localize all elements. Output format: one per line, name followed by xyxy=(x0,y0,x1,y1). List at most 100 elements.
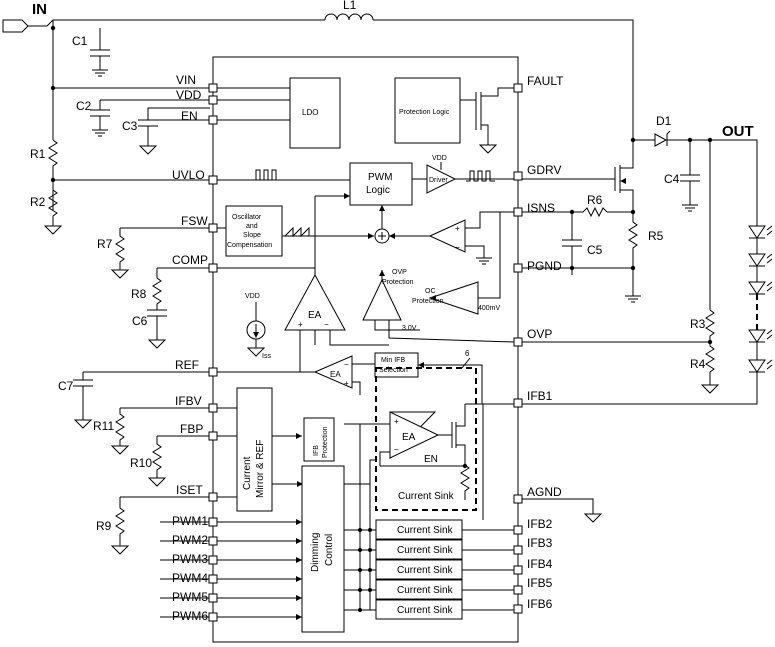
main-error-amp xyxy=(284,273,346,331)
pin-en: EN xyxy=(181,109,198,123)
mirror-line1: Current xyxy=(242,456,253,490)
pin-comp: COMP xyxy=(172,253,208,267)
r4-label: R4 xyxy=(690,357,706,371)
oscillator-line4: Compensation xyxy=(227,242,272,249)
pin-ifb4: IFB4 xyxy=(527,557,553,571)
c7-label: C7 xyxy=(58,379,74,393)
c5-label: C5 xyxy=(587,243,603,257)
pin-gdrv: GDRV xyxy=(527,163,561,177)
sink-ea-label: EA xyxy=(402,432,416,443)
pin-pwm3: PWM3 xyxy=(172,552,208,566)
r10-label: R10 xyxy=(130,456,152,470)
ldo-label: LDO xyxy=(302,108,318,117)
main-ea-label: EA xyxy=(308,310,322,321)
r7-label: R7 xyxy=(97,237,113,251)
svg-text:−: − xyxy=(394,445,399,454)
oscillator-line1: Oscillator xyxy=(232,214,262,221)
pin-pwm5: PWM5 xyxy=(172,590,208,604)
ovp-ref-label: 3.0V xyxy=(402,325,417,332)
ovp-comparator xyxy=(362,278,402,321)
sink2-label: Current Sink xyxy=(397,525,454,536)
pin-pwm6: PWM6 xyxy=(172,609,208,623)
svg-text:−: − xyxy=(324,320,329,329)
pin-ovp: OVP xyxy=(527,327,552,341)
svg-text:−: − xyxy=(344,360,349,369)
c3-label: C3 xyxy=(122,119,138,133)
pin-pgnd: PGND xyxy=(527,259,562,273)
sink4-label: Current Sink xyxy=(397,565,454,576)
ic-body xyxy=(212,56,519,643)
sink5-label: Current Sink xyxy=(397,585,454,596)
input-port: IN xyxy=(2,1,47,33)
oc-ref-label: 400mV xyxy=(478,305,501,312)
c6-label: C6 xyxy=(132,314,148,328)
ovp-label-1: OVP xyxy=(392,269,407,276)
pwm-logic-block xyxy=(349,162,413,206)
pin-pwm1: PWM1 xyxy=(172,514,208,528)
pin-vin: VIN xyxy=(176,73,196,87)
r8-label: R8 xyxy=(131,287,147,301)
oscillator-line3: Slope xyxy=(243,232,261,239)
pin-ifb5: IFB5 xyxy=(527,576,553,590)
r9-label: R9 xyxy=(96,519,112,533)
pin-ifb1: IFB1 xyxy=(527,389,553,403)
sink1-label: Current Sink xyxy=(398,491,455,502)
input-net-label: IN xyxy=(32,1,47,18)
pin-ifb6: IFB6 xyxy=(527,597,553,611)
dimming-line1: Dimming xyxy=(310,533,321,572)
min-ifb-line2: Selection xyxy=(379,367,408,374)
en-label: EN xyxy=(424,454,438,465)
pin-fbp: FBP xyxy=(180,422,203,436)
channel1-sink-boundary xyxy=(375,367,477,511)
svg-text:+: + xyxy=(344,379,349,388)
pin-ifbv: IFBV xyxy=(175,394,202,408)
current-mirror-block xyxy=(236,387,273,512)
protection-logic-label: Protection Logic xyxy=(399,109,450,116)
ref-error-amp xyxy=(313,355,353,389)
r2-label: R2 xyxy=(30,195,46,209)
r3-label: R3 xyxy=(690,317,706,331)
bus-width-label: 6 xyxy=(465,349,470,358)
pin-pwm4: PWM4 xyxy=(172,571,208,585)
r1-label: R1 xyxy=(30,147,46,161)
driver-vdd-label: VDD xyxy=(432,155,447,162)
pin-isns: ISNS xyxy=(527,201,555,215)
svg-text:−: − xyxy=(455,243,460,252)
ovp-label-2: Protection xyxy=(382,279,414,286)
diode-d1-label: D1 xyxy=(656,114,672,128)
sink3-label: Current Sink xyxy=(397,545,454,556)
c4-label: C4 xyxy=(664,172,680,186)
oc-label-1: OC xyxy=(425,288,436,295)
ifb-protection-block xyxy=(303,417,335,462)
min-ifb-block xyxy=(374,352,419,378)
c1-label: C1 xyxy=(72,34,88,48)
pwm-logic-line2: Logic xyxy=(366,185,390,196)
driver-label: Driver xyxy=(429,177,448,184)
ifb-protection-line2: Protection xyxy=(322,426,329,458)
pin-agnd: AGND xyxy=(527,485,562,499)
min-ifb-line1: Min IFB xyxy=(381,357,405,364)
pin-pwm2: PWM2 xyxy=(172,533,208,547)
r11-label: R11 xyxy=(93,419,114,433)
inductor-l1: L1 xyxy=(324,0,374,21)
pin-ifb2: IFB2 xyxy=(527,517,553,531)
svg-text:+: + xyxy=(298,320,303,329)
led-string xyxy=(522,225,773,405)
protection-logic-block xyxy=(394,77,461,144)
iss-vdd-label: VDD xyxy=(245,293,260,300)
pin-ifb3: IFB3 xyxy=(527,536,553,550)
r5-label: R5 xyxy=(648,229,664,243)
oc-label-2: Protection xyxy=(412,298,444,305)
svg-text:+: + xyxy=(455,224,460,233)
iss-label: Iss xyxy=(262,353,271,360)
pin-vdd: VDD xyxy=(176,88,202,102)
c2-label: C2 xyxy=(76,99,92,113)
sink6-label: Current Sink xyxy=(397,605,454,616)
diode-d1: D1 xyxy=(654,114,672,147)
pin-iset: ISET xyxy=(176,483,203,497)
pwm-logic-line1: PWM xyxy=(368,172,392,183)
ldo-block xyxy=(289,77,341,149)
mirror-line2: Mirror & REF xyxy=(255,440,266,498)
pin-fault: FAULT xyxy=(527,74,564,88)
